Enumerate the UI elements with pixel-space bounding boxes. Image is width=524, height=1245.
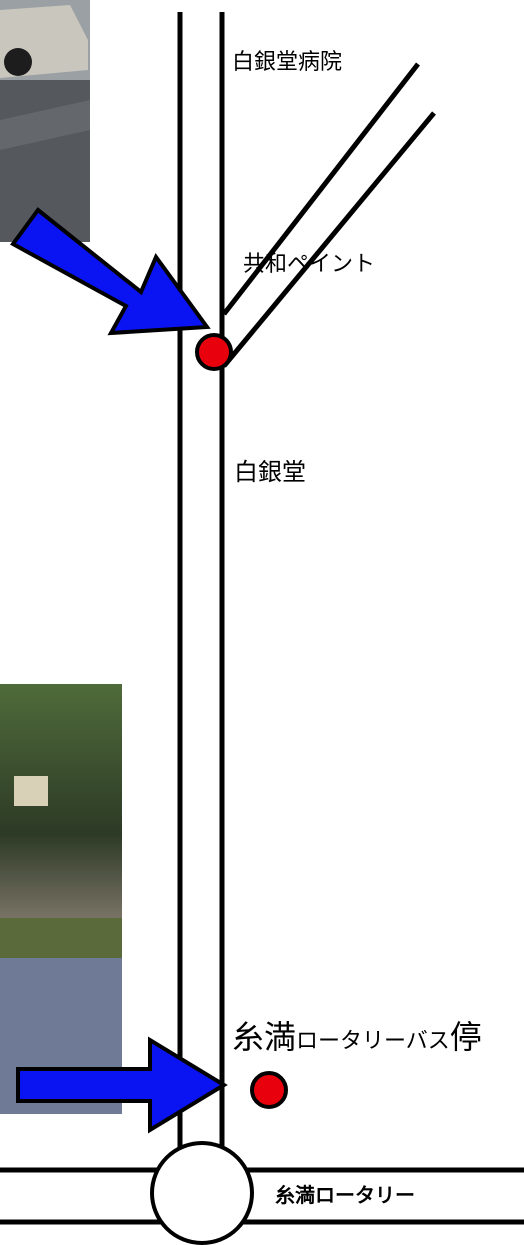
label-rotary: 糸満ロータリー — [275, 1183, 415, 1207]
blue-arrow-icon — [16, 1036, 228, 1134]
road-lines — [0, 12, 524, 1225]
rotary-circle — [150, 1141, 254, 1245]
bus-stop-type: ロータリーバス — [296, 1029, 450, 1054]
label-hakugindo: 白銀堂 — [234, 458, 306, 486]
blue-arrow-icon — [10, 207, 211, 336]
branch-road-upper — [222, 62, 420, 316]
label-bus-stop: 糸満ロータリーバス停 — [232, 1021, 482, 1053]
bus-stop-name: 糸満 — [232, 1018, 297, 1056]
bus-stop-suffix: 停 — [449, 1018, 482, 1056]
photo-car — [0, 0, 90, 242]
label-hospital: 白銀堂病院 — [232, 50, 343, 75]
label-kyowa-paint: 共和ペイント — [243, 252, 376, 277]
red-dot-marker-icon — [195, 333, 233, 371]
rotary-label-box — [262, 1174, 472, 1218]
photo-street — [0, 684, 122, 1114]
red-dot-marker-icon — [250, 1071, 288, 1109]
branch-road-lower — [222, 111, 436, 368]
